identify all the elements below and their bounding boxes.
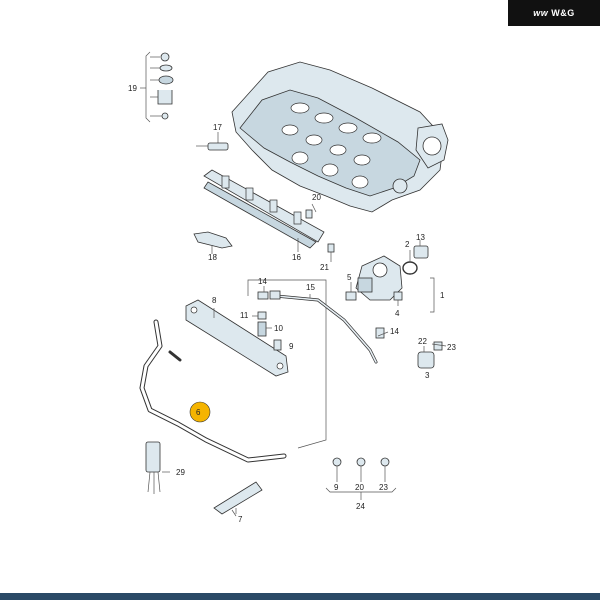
- part-16-fuel-rail: [203, 169, 325, 249]
- callout-22: 22: [418, 337, 427, 346]
- callout-29: 29: [176, 468, 185, 477]
- bolt-set: [325, 457, 397, 500]
- callout-4: 4: [395, 309, 400, 318]
- callout-9-rail: 9: [289, 342, 294, 351]
- part-8-rail-bracket: [185, 299, 289, 377]
- callout-1: 1: [440, 291, 445, 300]
- part-9-bolt: [273, 339, 282, 351]
- callout-17: 17: [213, 123, 222, 132]
- part-15-fuel-line: [269, 290, 378, 364]
- brand-logo-text: W&G: [551, 8, 575, 18]
- callout-6: 6: [196, 408, 201, 417]
- part-14-bolt-upper: [257, 291, 269, 300]
- callout-24: 24: [356, 502, 365, 511]
- callout-23-bottom: 23: [379, 483, 388, 492]
- callout-3: 3: [425, 371, 430, 380]
- brand-logo: ᴡᴡ W&G: [508, 0, 600, 26]
- brand-logo-mark: ᴡᴡ: [533, 8, 549, 18]
- part-6-fuel-pipe: [139, 319, 287, 463]
- cylinder-head: [231, 61, 449, 213]
- valve-cams: [281, 102, 382, 189]
- callout-23-right: 23: [447, 343, 456, 352]
- part-1-high-pressure-pump: [355, 255, 435, 313]
- part-14-bolt-lower: [375, 327, 385, 339]
- callout-labels: 19 17 20 13 2 18 16 21 5 1 14 15 8 4 11 …: [128, 84, 456, 524]
- callout-2: 2: [405, 240, 410, 249]
- callout-9-bottom: 9: [334, 483, 339, 492]
- callout-16: 16: [292, 253, 301, 262]
- part-2-seal-ring: [402, 250, 418, 275]
- part-19-seal-kit: [140, 51, 174, 123]
- callout-10: 10: [274, 324, 283, 333]
- callout-5: 5: [347, 273, 352, 282]
- leader-lines: [215, 254, 447, 514]
- part-5-fitting: [345, 282, 357, 301]
- callout-18: 18: [208, 253, 217, 262]
- part-11-bolt: [257, 311, 267, 320]
- part-29-connector: [145, 441, 170, 494]
- callout-19: 19: [128, 84, 137, 93]
- part-17-sensor: [196, 132, 229, 151]
- part-21-bolt: [327, 243, 335, 262]
- part-18-pressure-sensor: [193, 231, 233, 254]
- part-7-clip: [213, 481, 263, 517]
- callout-21: 21: [320, 263, 329, 272]
- part-10-bolt: [257, 321, 267, 337]
- callout-7: 7: [238, 515, 243, 524]
- bottom-bar: [0, 593, 600, 600]
- part-6-highlight: [189, 401, 211, 423]
- part-20-bolt-top: [305, 203, 317, 219]
- callout-20-bottom: 20: [355, 483, 364, 492]
- callout-13: 13: [416, 233, 425, 242]
- part-3-clamp: [417, 346, 435, 369]
- callout-20-top: 20: [312, 193, 321, 202]
- callout-8: 8: [212, 296, 217, 305]
- part-23-bolt: [433, 341, 443, 351]
- callout-14-lower: 14: [390, 327, 399, 336]
- part-4-bolt: [393, 291, 403, 306]
- part-13-cap: [413, 240, 429, 259]
- callout-15: 15: [306, 283, 315, 292]
- callout-14-upper: 14: [258, 277, 267, 286]
- callout-11: 11: [240, 311, 249, 320]
